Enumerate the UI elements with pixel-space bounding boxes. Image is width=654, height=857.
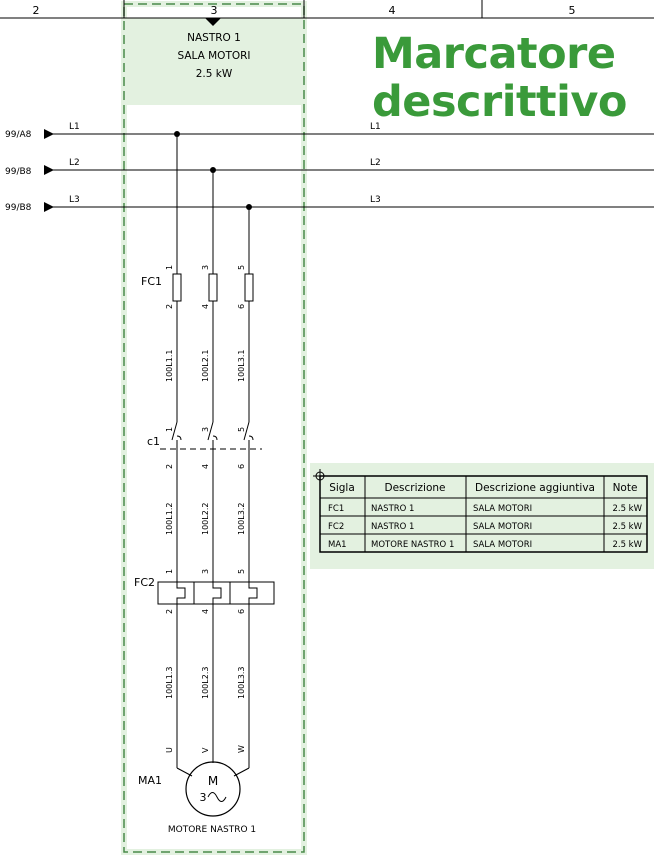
bus-name-l2: L2 <box>69 158 80 168</box>
table-cell-r2-c4: 2.5 kW <box>612 522 642 532</box>
bus-name-l3: L3 <box>69 195 80 205</box>
motor-id-label[interactable]: MA1 <box>138 774 162 787</box>
bus-ref-l3[interactable]: 99/B8 <box>5 203 32 213</box>
bus-ref-l1[interactable]: 99/A8 <box>5 130 32 140</box>
relay-terminal-2: 2 <box>165 609 174 614</box>
table-header-descrizione-aggiuntiva: Descrizione aggiuntiva <box>475 482 595 494</box>
bus-arrow-l3 <box>44 202 54 212</box>
table-header-note: Note <box>613 482 638 494</box>
motor-description: MOTORE NASTRO 1 <box>168 825 256 835</box>
fuse-symbols <box>172 273 254 302</box>
motor-ac-wave-icon <box>207 792 227 802</box>
fuse-terminal-6: 6 <box>237 304 246 309</box>
wire-label-l3-1[interactable]: 100L3.1 <box>237 350 246 382</box>
contactor-terminal-2: 2 <box>165 464 174 469</box>
fuse-terminal-3: 3 <box>201 265 210 270</box>
column-5-label: 5 <box>569 4 576 17</box>
contactor-terminal-1: 1 <box>165 427 174 432</box>
table-header-descrizione: Descrizione <box>385 482 446 494</box>
motor-terminal-w: W <box>237 745 246 753</box>
column-highlight <box>121 1 307 855</box>
contactor-contacts <box>160 421 262 450</box>
contactor-terminal-5: 5 <box>237 427 246 432</box>
table-origin-marker <box>313 469 327 483</box>
header-line-1: NASTRO 1 <box>187 32 241 44</box>
column-2-label: 2 <box>33 4 40 17</box>
fuse-terminal-4: 4 <box>201 304 210 309</box>
table-cell-r3-c2: MOTORE NASTRO 1 <box>371 540 454 550</box>
description-table <box>319 475 648 553</box>
table-cell-r1-c1: FC1 <box>328 504 344 514</box>
relay-label[interactable]: FC2 <box>134 576 155 589</box>
bus-lines <box>50 133 654 208</box>
column-dashed-border <box>123 3 305 853</box>
column-ruler <box>0 0 654 19</box>
bus-name-l1: L1 <box>69 122 80 132</box>
table-header-sigla: Sigla <box>329 482 355 494</box>
header-marker-triangle <box>205 18 221 26</box>
relay-terminal-6: 6 <box>237 609 246 614</box>
wire-label-l1-1[interactable]: 100L1.1 <box>165 350 174 382</box>
header-line-2: SALA MOTORI <box>177 50 250 62</box>
motor-phase: 3 <box>200 791 207 804</box>
motor-letter: M <box>208 774 218 788</box>
table-cell-r2-c1: FC2 <box>328 522 344 532</box>
fuse-terminal-1: 1 <box>165 265 174 270</box>
fuse-terminal-2: 2 <box>165 304 174 309</box>
contactor-terminal-4: 4 <box>201 464 210 469</box>
relay-terminal-3: 3 <box>201 569 210 574</box>
header-highlight <box>124 18 304 105</box>
wire-label-l1-2[interactable]: 100L1.2 <box>165 503 174 535</box>
bus-name-right-l3: L3 <box>370 195 381 205</box>
thermal-relay-symbol <box>157 581 275 605</box>
page-title-line-2: descrittivo <box>372 77 627 127</box>
fuse-label[interactable]: FC1 <box>141 275 162 288</box>
contactor-label[interactable]: c1 <box>147 435 160 448</box>
page-title: Marcatore descrittivo <box>372 30 652 126</box>
contactor-terminal-6: 6 <box>237 464 246 469</box>
table-cell-r2-c2: NASTRO 1 <box>371 522 414 532</box>
table-cell-r1-c2: NASTRO 1 <box>371 504 414 514</box>
relay-terminal-1: 1 <box>165 569 174 574</box>
wire-label-l3-2[interactable]: 100L3.2 <box>237 503 246 535</box>
table-cell-r3-c1: MA1 <box>328 540 347 550</box>
column-4-label: 4 <box>389 4 396 17</box>
table-cell-r1-c3: SALA MOTORI <box>473 504 532 514</box>
bus-name-right-l1: L1 <box>370 122 381 132</box>
bus-arrow-l2 <box>44 165 54 175</box>
table-cell-r1-c4: 2.5 kW <box>612 504 642 514</box>
wire-label-l1-3[interactable]: 100L1.3 <box>165 667 174 699</box>
bus-name-right-l2: L2 <box>370 158 381 168</box>
relay-terminal-4: 4 <box>201 609 210 614</box>
table-cell-r2-c3: SALA MOTORI <box>473 522 532 532</box>
table-cell-r3-c3: SALA MOTORI <box>473 540 532 550</box>
wire-label-l2-1[interactable]: 100L2.1 <box>201 350 210 382</box>
table-cell-r3-c4: 2.5 kW <box>612 540 642 550</box>
header-line-3: 2.5 kW <box>196 68 233 80</box>
wire-label-l2-3[interactable]: 100L2.3 <box>201 667 210 699</box>
contactor-terminal-3: 3 <box>201 427 210 432</box>
phase-wires <box>176 134 250 777</box>
wire-label-l2-2[interactable]: 100L2.2 <box>201 503 210 535</box>
bus-ref-l2[interactable]: 99/B8 <box>5 167 32 177</box>
wire-label-l3-3[interactable]: 100L3.3 <box>237 667 246 699</box>
motor-terminal-u: U <box>165 747 174 753</box>
page-title-line-1: Marcatore <box>372 29 616 79</box>
motor-symbol[interactable] <box>185 761 241 817</box>
bus-arrow-l1 <box>44 129 54 139</box>
fuse-terminal-5: 5 <box>237 265 246 270</box>
column-3-label: 3 <box>211 4 218 17</box>
motor-terminal-v: V <box>201 747 210 753</box>
relay-terminal-5: 5 <box>237 569 246 574</box>
